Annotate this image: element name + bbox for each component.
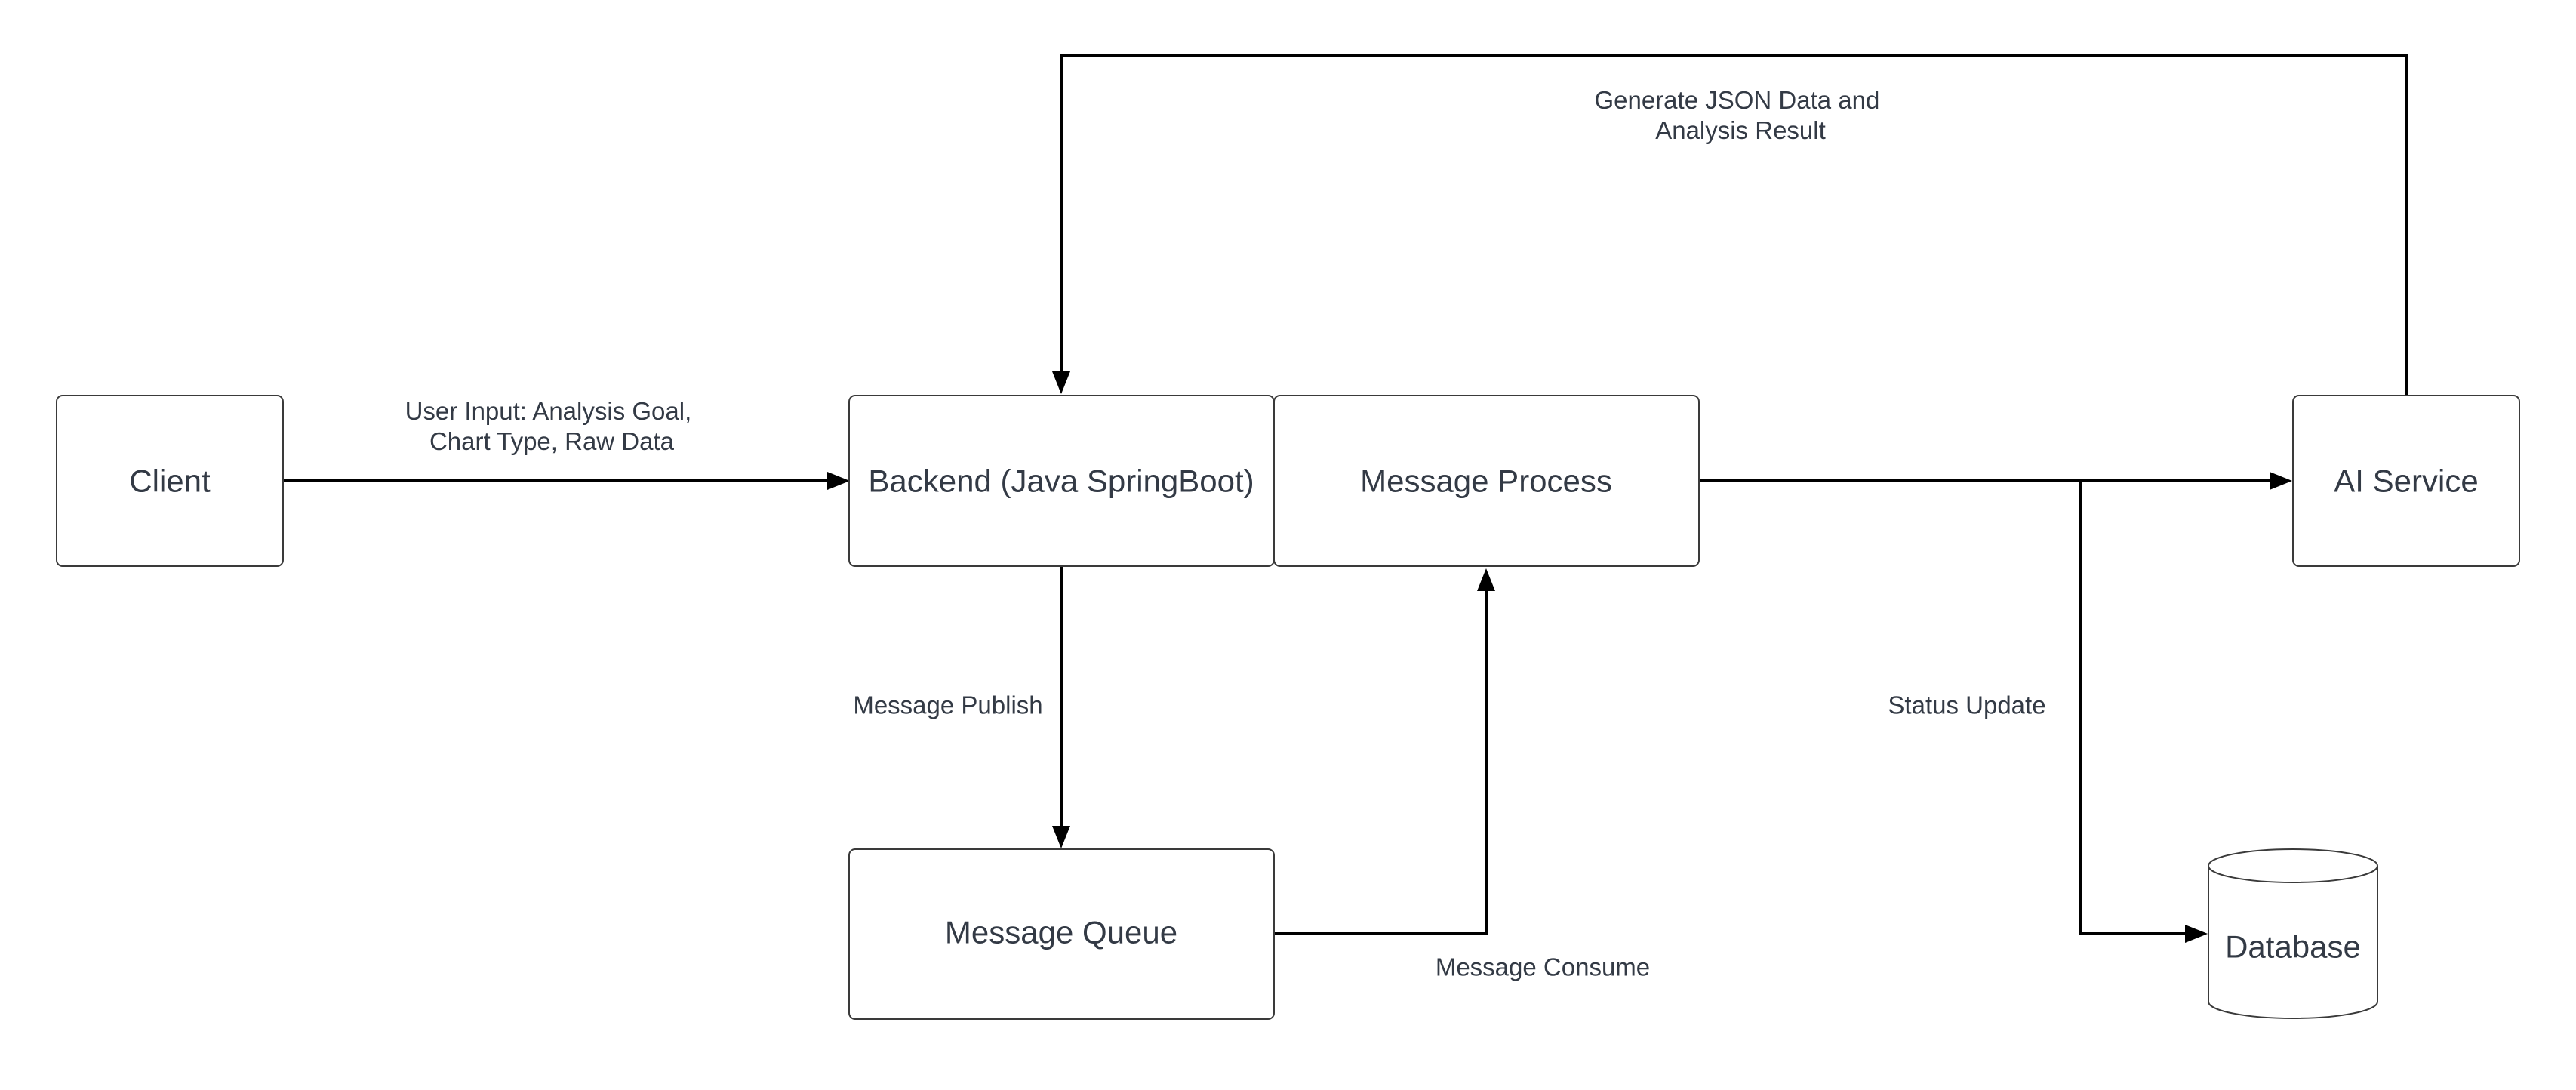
node-client[interactable]: Client — [56, 395, 284, 567]
edge-label-user-input: User Input: Analysis Goal, Chart Type, R… — [405, 397, 699, 455]
node-database-label: Database — [2225, 929, 2361, 965]
node-ai-service[interactable]: AI Service — [2292, 395, 2520, 567]
edge-label-generate-json-line-2: Analysis Result — [1655, 116, 1826, 144]
node-client-label: Client — [129, 463, 211, 499]
edge-status-update-to-database — [2079, 481, 2208, 943]
arrowhead-icon — [1052, 826, 1070, 848]
edge-label-status-update: Status Update — [1888, 691, 2045, 719]
arrowhead-icon — [2185, 925, 2208, 943]
edge-ai-service-to-backend — [1052, 54, 2408, 396]
edge-label-user-input-line-1: User Input: Analysis Goal, — [405, 397, 692, 425]
edge-label-message-publish: Message Publish — [853, 691, 1042, 719]
arrowhead-icon — [1052, 371, 1070, 394]
arrowhead-icon — [827, 472, 850, 490]
node-message-process[interactable]: Message Process — [1273, 395, 1700, 567]
database-cylinder-icon — [2208, 866, 2378, 1019]
edge-label-generate-json: Generate JSON Data and Analysis Result — [1594, 86, 1886, 144]
node-backend-label: Backend (Java SpringBoot) — [868, 463, 1254, 499]
edge-label-generate-json-line-1: Generate JSON Data and — [1594, 86, 1879, 114]
edge-label-message-consume: Message Consume — [1436, 953, 1650, 981]
node-message-process-label: Message Process — [1360, 463, 1612, 499]
edge-queue-to-message-process — [1274, 568, 1495, 935]
node-database[interactable]: Database — [2208, 848, 2378, 1019]
edge-client-to-backend — [284, 472, 850, 490]
node-backend[interactable]: Backend (Java SpringBoot) — [848, 395, 1275, 567]
node-message-queue[interactable]: Message Queue — [848, 848, 1275, 1020]
node-ai-service-label: AI Service — [2334, 463, 2478, 499]
arrowhead-icon — [2270, 472, 2292, 490]
node-message-queue-label: Message Queue — [945, 915, 1177, 950]
edge-label-user-input-line-2: Chart Type, Raw Data — [429, 427, 675, 455]
edge-backend-to-queue — [1052, 567, 1070, 848]
arrowhead-icon — [1477, 568, 1495, 591]
edge-message-process-to-ai-service — [1699, 472, 2292, 490]
